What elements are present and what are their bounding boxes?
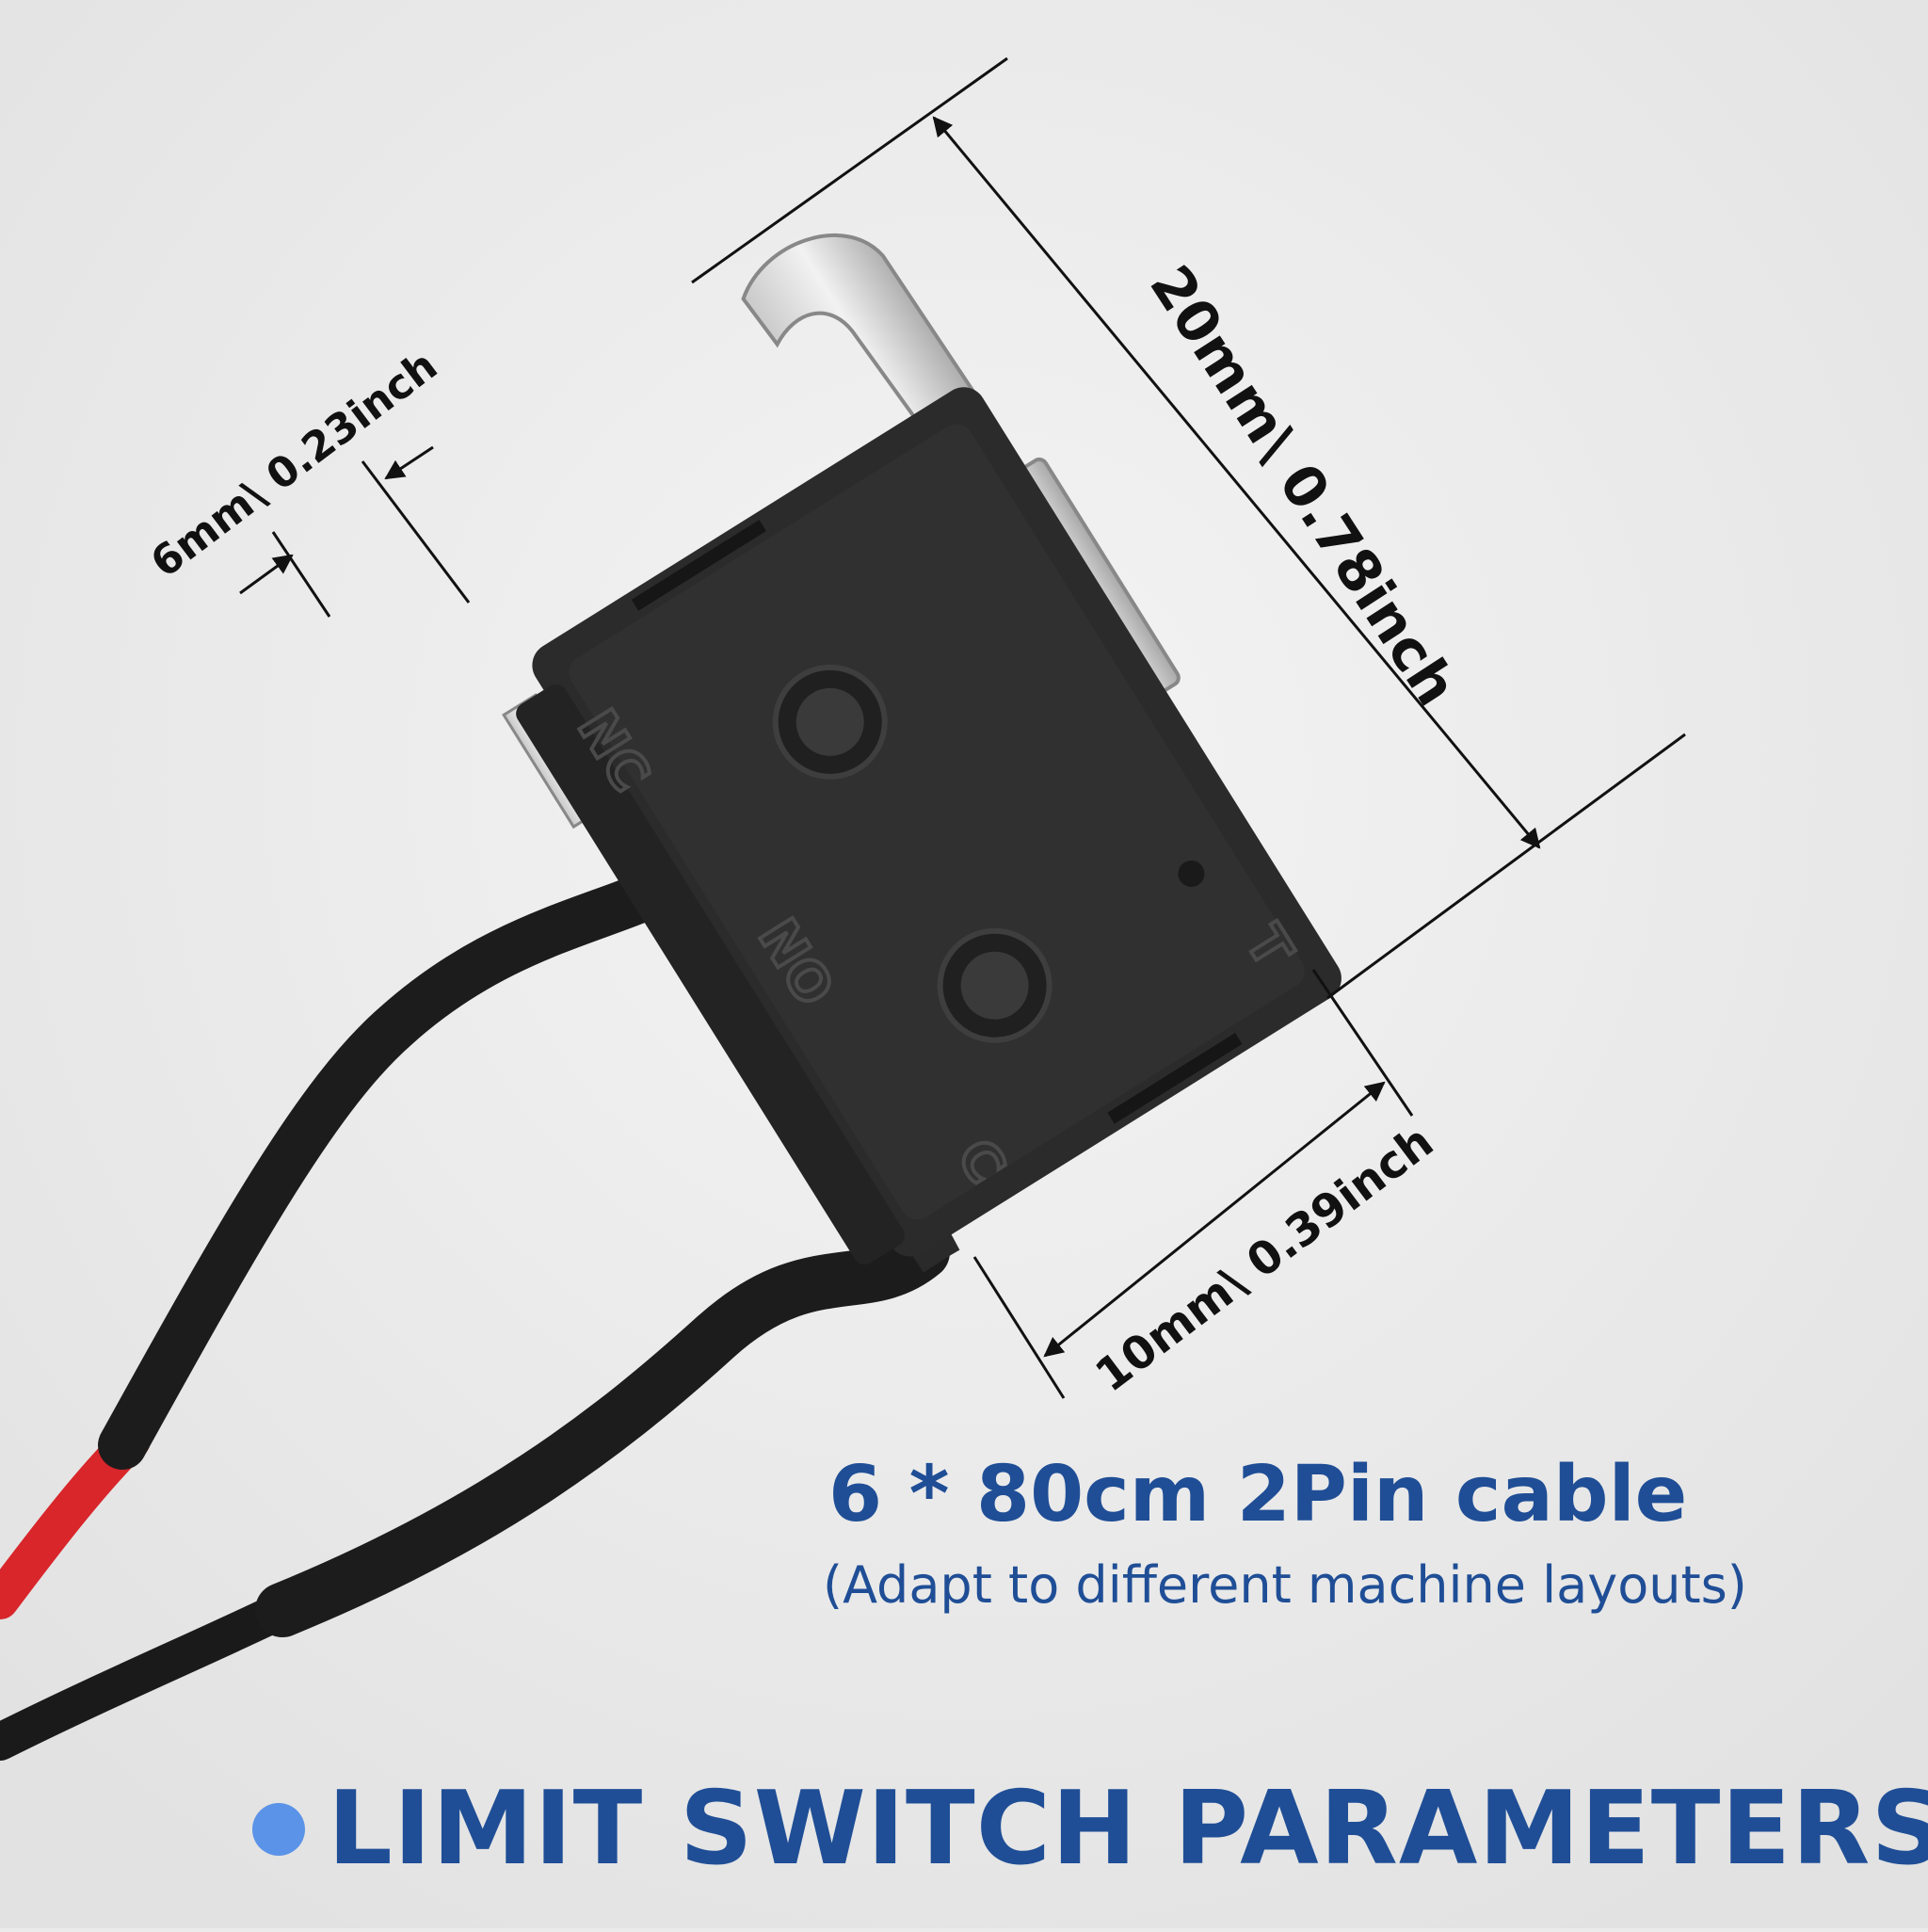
cable-subtitle: (Adapt to different machine layouts) (823, 1555, 1747, 1615)
section-banner: LIMIT SWITCH PARAMETERS (252, 1770, 1928, 1888)
bullet-dot-icon (252, 1802, 305, 1856)
banner-title: LIMIT SWITCH PARAMETERS (328, 1770, 1928, 1888)
dimension-lines (239, 56, 1686, 1399)
cable-title: 6 * 80cm 2Pin cable (828, 1450, 1688, 1539)
